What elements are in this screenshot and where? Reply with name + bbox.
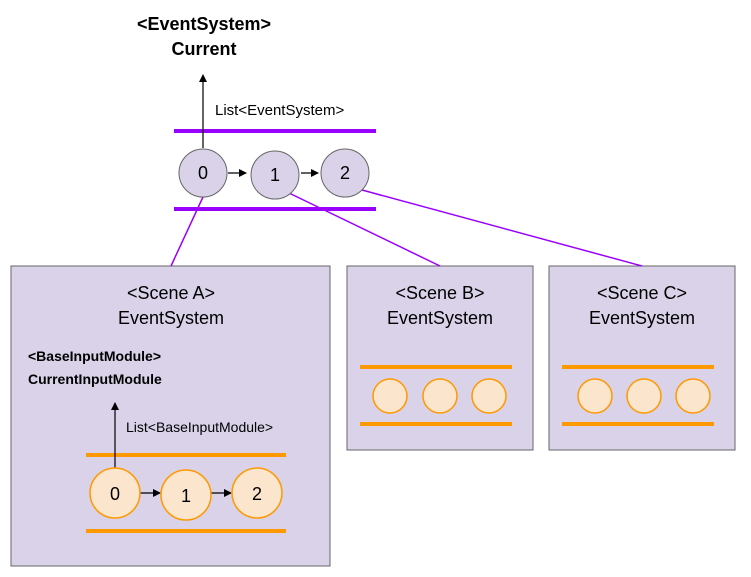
scene-b-module-node [372, 378, 408, 414]
event-system-node-0 [178, 148, 228, 198]
scene-a-subtitle: EventSystem [118, 308, 224, 328]
input-module-node-1-label: 1 [181, 486, 191, 506]
scene-c-module-node [675, 378, 711, 414]
input-module-node-0-label: 0 [110, 484, 120, 504]
scene-a-title: <Scene A> [127, 283, 215, 303]
scene-c-module-node [577, 378, 613, 414]
scene-c-title: <Scene C> [597, 283, 687, 303]
event-system-node-0-label: 0 [198, 163, 208, 183]
event-system-list-label: List<EventSystem> [215, 102, 344, 119]
scene-b-title: <Scene B> [395, 283, 484, 303]
scene-b-module-node [422, 378, 458, 414]
event-system-node-1-label: 1 [270, 165, 280, 185]
input-module-type-label: <BaseInputModule> [28, 348, 161, 364]
event-system-node-2 [320, 148, 370, 198]
scene-a-box [10, 265, 331, 567]
scene-b-subtitle: EventSystem [387, 308, 493, 328]
connector-1-scene-b [288, 192, 441, 267]
input-module-node-2-label: 2 [252, 484, 262, 504]
scene-c-module-node [626, 378, 662, 414]
event-system-node-2-label: 2 [340, 163, 350, 183]
input-module-node-1 [160, 469, 212, 521]
event-system-node-1 [250, 150, 300, 200]
input-module-node-2 [231, 467, 283, 519]
input-module-name-label: CurrentInputModule [28, 371, 162, 387]
connector-2-scene-c [361, 189, 643, 267]
current-name-label: Current [171, 39, 236, 59]
input-module-list-label: List<BaseInputModule> [126, 419, 273, 435]
input-module-node-0 [89, 467, 141, 519]
scene-b-box [346, 265, 534, 451]
scene-b-module-node [471, 378, 507, 414]
current-type-label: <EventSystem> [137, 14, 271, 34]
scene-c-subtitle: EventSystem [589, 308, 695, 328]
